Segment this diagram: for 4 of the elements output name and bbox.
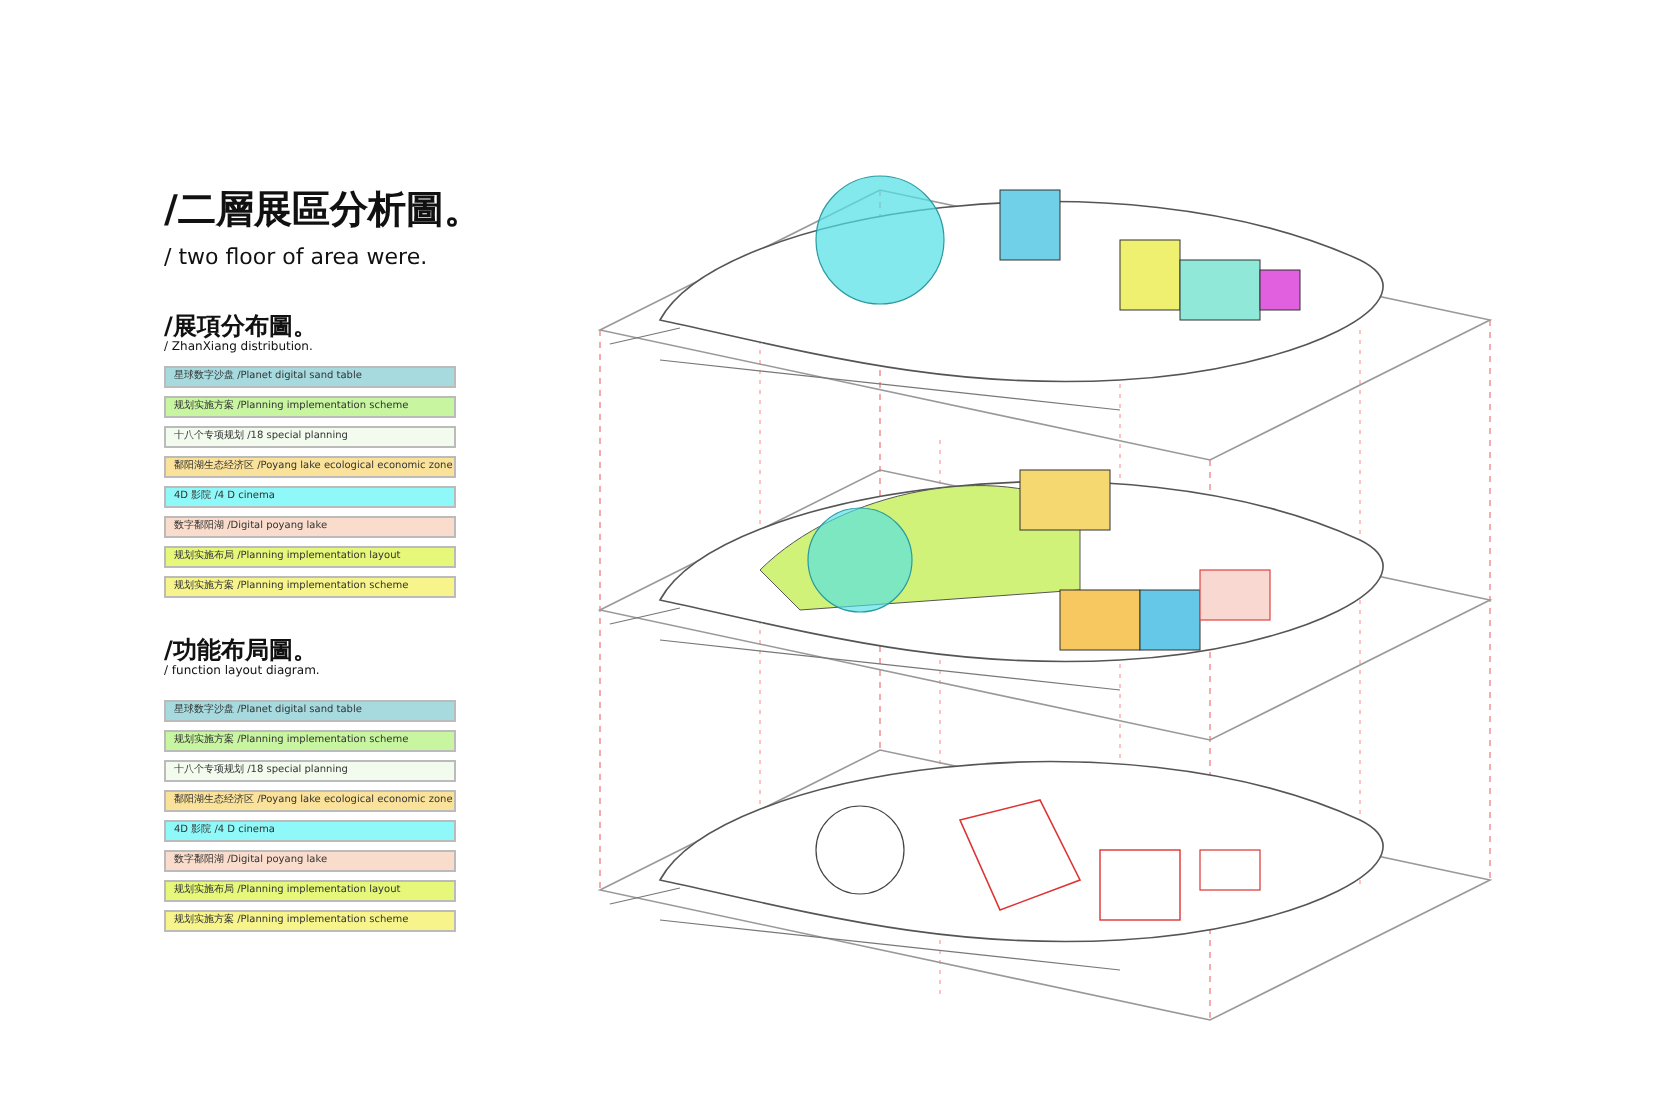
subtitle: / two floor of area were. xyxy=(164,244,428,270)
section-heading: /展項分布圖。 xyxy=(164,310,317,341)
section-heading: /功能布局圖。 xyxy=(164,634,317,665)
page-title: /二層展區分析圖。 xyxy=(164,186,482,236)
